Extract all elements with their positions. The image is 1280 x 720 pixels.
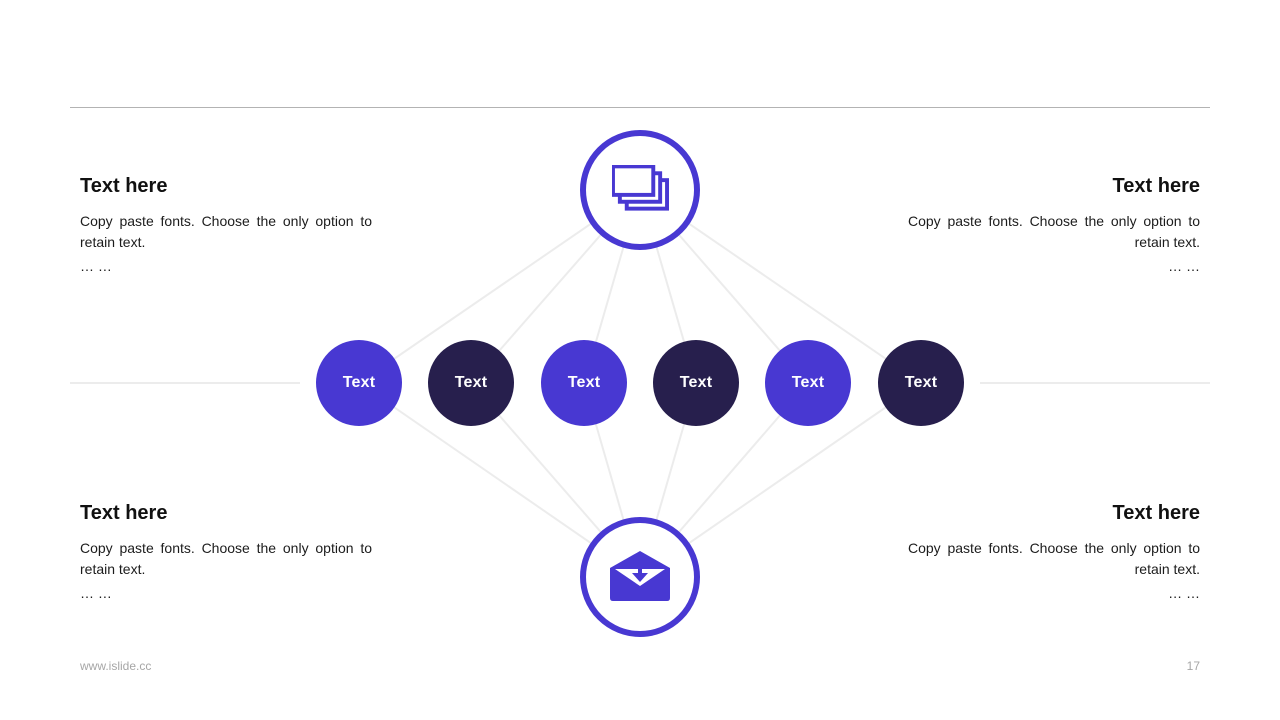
top-circle-node [580, 130, 700, 250]
text-block-top-right: Text here Copy paste fonts. Choose the o… [908, 175, 1200, 277]
bottom-circle-node [580, 517, 700, 637]
middle-node-label: Text [679, 374, 713, 391]
text-block-bottom-right: Text here Copy paste fonts. Choose the o… [908, 502, 1200, 604]
text-block-body: Copy paste fonts. Choose the only option… [80, 540, 372, 577]
middle-node-6: Text [878, 340, 964, 426]
middle-node-label: Text [791, 374, 825, 391]
middle-divider-right [980, 382, 1210, 384]
middle-node-label: Text [454, 374, 488, 391]
text-block-title: Text here [1112, 175, 1200, 197]
text-block-body: Copy paste fonts. Choose the only option… [80, 213, 372, 250]
text-block-bottom-left: Text here Copy paste fonts. Choose the o… [80, 502, 372, 604]
middle-node-4: Text [653, 340, 739, 426]
envelope-download-icon [608, 548, 672, 607]
text-block-ellipsis: … … [80, 258, 112, 274]
middle-divider-left [70, 382, 300, 384]
middle-node-label: Text [904, 374, 938, 391]
text-block-title: Text here [1112, 502, 1200, 524]
footer-website: www.islide.cc [80, 659, 152, 673]
text-block-ellipsis: … … [1168, 585, 1200, 601]
stacked-slides-icon [610, 163, 669, 216]
footer-page-number: 17 [1186, 659, 1200, 673]
middle-node-5: Text [765, 340, 851, 426]
text-block-title: Text here [80, 175, 168, 197]
middle-node-1: Text [316, 340, 402, 426]
text-block-ellipsis: … … [1168, 258, 1200, 274]
text-block-body: Copy paste fonts. Choose the only option… [908, 540, 1200, 577]
text-block-title: Text here [80, 502, 168, 524]
middle-node-3: Text [541, 340, 627, 426]
middle-node-label: Text [342, 374, 376, 391]
middle-node-2: Text [428, 340, 514, 426]
text-block-body: Copy paste fonts. Choose the only option… [908, 213, 1200, 250]
top-divider-line [70, 107, 1210, 108]
text-block-ellipsis: … … [80, 585, 112, 601]
text-block-top-left: Text here Copy paste fonts. Choose the o… [80, 175, 372, 277]
middle-node-label: Text [567, 374, 601, 391]
